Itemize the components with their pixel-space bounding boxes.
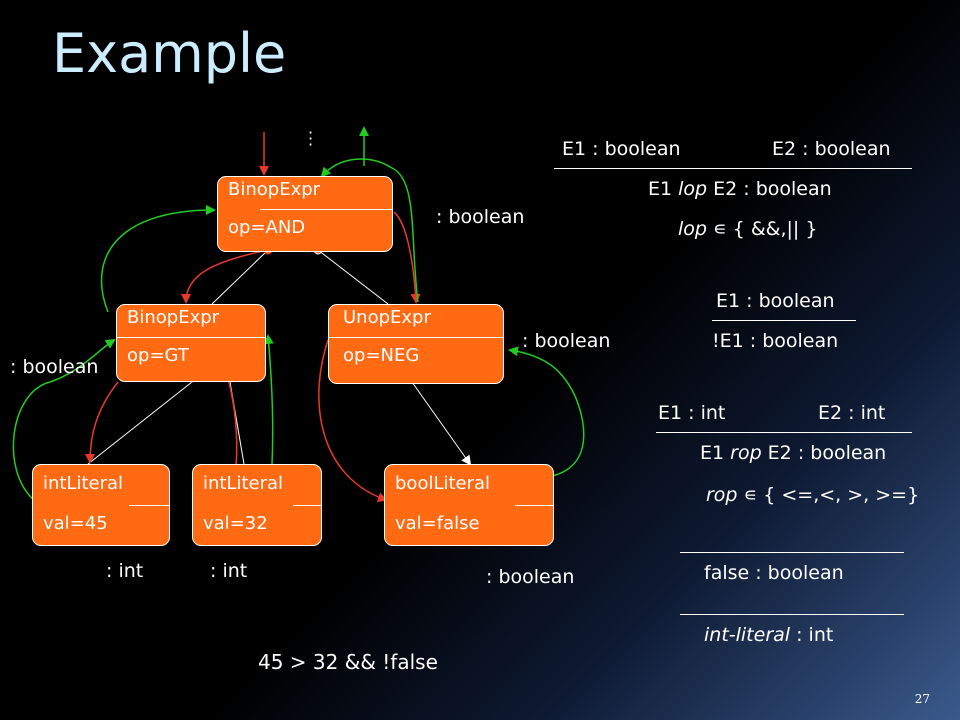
node-intliteral-32: intLiteral val=32 (192, 464, 322, 546)
type-label-litfalse: : boolean (486, 566, 575, 588)
node-binop-gt: BinopExpr op=GT (116, 304, 266, 382)
page-number: 27 (914, 692, 930, 706)
tree-edge-and-gt (211, 249, 269, 305)
intlit-rule-bar (680, 614, 904, 615)
node-detail: op=NEG (343, 345, 420, 366)
node-divider (260, 209, 392, 210)
and-rule-conclusion: E1 lop E2 : boolean (648, 178, 832, 200)
red-edge-and-to-gt (181, 249, 269, 304)
node-type: intLiteral (43, 473, 124, 494)
green-edge-lit45-to-gt (12, 338, 116, 501)
node-divider (329, 337, 503, 338)
tree-edge-and-neg (317, 249, 389, 305)
red-edge-gt-to-lit45 (85, 381, 119, 464)
rel-rule-premise2: E2 : int (818, 402, 886, 424)
node-binop-and: BinopExpr op=AND (217, 176, 393, 252)
intlit-rule-conclusion: int-literal : int (704, 624, 833, 646)
not-rule-bar (712, 320, 856, 321)
red-edge-and-to-neg (393, 211, 421, 304)
red-edge-gt-to-lit32 (227, 377, 238, 467)
and-rule-conclusion-right: E2 : boolean (707, 178, 832, 200)
and-rule-premise2: E2 : boolean (772, 138, 891, 160)
green-edge-neg-to-and (320, 158, 419, 303)
and-rule-side-op: lop (678, 218, 707, 240)
rel-rule-side: rop ∊ { <=,<, >, >=} (706, 484, 919, 506)
ellipsis-marker: ··· (308, 123, 314, 154)
not-rule-conclusion: !E1 : boolean (712, 330, 839, 352)
node-detail: val=45 (43, 513, 108, 534)
type-label-lit32: : int (210, 560, 248, 582)
rel-rule-conclusion: E1 rop E2 : boolean (700, 442, 886, 464)
rel-rule-side-op: rop (706, 484, 738, 506)
node-detail: val=32 (203, 513, 268, 534)
green-edge-lit32-to-gt (263, 334, 274, 465)
and-rule-side: lop ∊ { &&,|| } (678, 218, 817, 240)
false-rule-bar (680, 552, 904, 553)
green-edge-gt-to-and (100, 205, 216, 313)
false-rule-conclusion: false : boolean (704, 562, 844, 584)
node-intliteral-45: intLiteral val=45 (32, 464, 170, 546)
node-divider (515, 505, 553, 506)
type-label-lit45: : int (106, 560, 144, 582)
node-divider (117, 337, 265, 338)
rel-rule-conclusion-left: E1 (700, 442, 731, 464)
rel-rule-side-set: { <=,<, >, >=} (757, 484, 920, 506)
rel-rule-premise1: E1 : int (658, 402, 726, 424)
intlit-rule-type: : int (790, 624, 834, 646)
rel-rule-conclusion-right: E2 : boolean (761, 442, 887, 464)
type-label-and: : boolean (436, 206, 525, 228)
node-unop-neg: UnopExpr op=NEG (328, 304, 504, 384)
element-of-icon: ∊ (743, 484, 758, 506)
source-expression: 45 > 32 && !false (258, 650, 438, 674)
rel-rule-bar (656, 432, 912, 433)
element-of-icon: ∊ (713, 218, 727, 240)
type-label-gt: : boolean (10, 356, 99, 378)
and-rule-premise1: E1 : boolean (562, 138, 681, 160)
not-rule-premise: E1 : boolean (716, 290, 835, 312)
tree-edge-gt-lit45 (87, 381, 193, 465)
and-rule-side-set: { &&,|| } (726, 218, 818, 240)
node-type: UnopExpr (343, 307, 431, 328)
node-boolliteral-false: boolLiteral val=false (384, 464, 554, 546)
tree-edge-neg-litfalse (411, 381, 472, 466)
rel-rule-op: rop (730, 442, 762, 464)
green-edge-litfalse-to-neg (508, 346, 585, 477)
node-type: BinopExpr (228, 179, 321, 200)
node-divider (129, 505, 169, 506)
node-type: boolLiteral (395, 473, 491, 494)
red-edge-neg-to-litfalse (318, 339, 388, 503)
intlit-rule-term: int-literal (704, 624, 791, 646)
node-type: BinopExpr (127, 307, 220, 328)
node-type: intLiteral (203, 473, 284, 494)
node-divider (293, 505, 321, 506)
slide-title: Example (52, 22, 287, 85)
node-detail: val=false (395, 513, 480, 534)
node-detail: op=AND (228, 217, 306, 238)
and-rule-conclusion-left: E1 (648, 178, 679, 200)
node-detail: op=GT (127, 345, 189, 366)
and-rule-op: lop (678, 178, 708, 200)
type-label-neg: : boolean (522, 330, 611, 352)
and-rule-bar (554, 168, 912, 169)
